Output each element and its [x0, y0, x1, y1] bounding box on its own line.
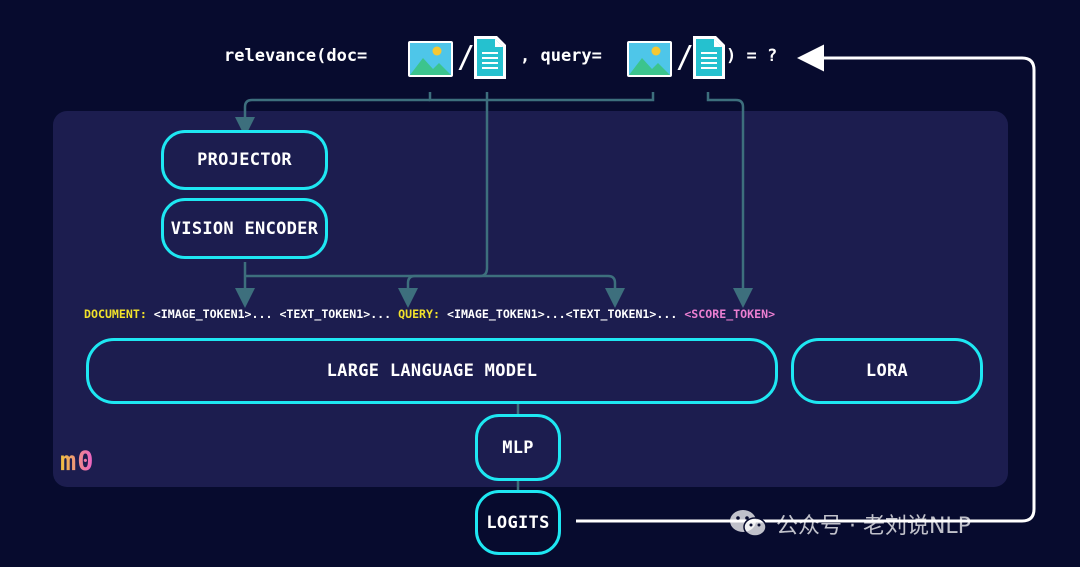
image-icon: [627, 41, 672, 77]
arrow-query-text-to-token: [706, 92, 753, 308]
formula-middle: , query=: [520, 46, 602, 66]
document-icon: [693, 36, 725, 79]
vision-encoder-block: VISION ENCODER: [161, 198, 328, 259]
document-label: DOCUMENT:: [84, 307, 147, 321]
document-icon: [474, 36, 506, 79]
lora-block: LORA: [791, 338, 983, 404]
arrow-encoder-to-query-image: [245, 274, 625, 308]
document-tokens: <IMAGE_TOKEN1>... <TEXT_TOKEN1>...: [146, 307, 399, 321]
llm-block: LARGE LANGUAGE MODEL: [86, 338, 778, 404]
watermark-text: 公众号 · 老刘说NLP: [776, 514, 971, 539]
m0-logo: m0: [60, 446, 95, 477]
watermark: 公众号 · 老刘说NLP: [728, 506, 971, 542]
formula-separator-1: /: [457, 40, 476, 75]
score-token: <SCORE_TOKEN>: [684, 307, 776, 321]
formula-suffix: ) = ?: [726, 46, 778, 66]
arrow-doc-text-to-token: [398, 92, 489, 308]
arrow-images-to-projector: [428, 92, 655, 102]
logits-block: LOGITS: [475, 490, 561, 555]
arrow-into-projector: [235, 98, 430, 137]
image-icon: [408, 41, 453, 77]
token-sequence: DOCUMENT: <IMAGE_TOKEN1>... <TEXT_TOKEN1…: [84, 307, 984, 321]
wechat-icon: [730, 510, 767, 537]
formula-prefix: relevance(doc=: [224, 46, 368, 66]
query-label: QUERY:: [398, 307, 440, 321]
arrow-logits-to-relevance: [576, 44, 1036, 523]
mlp-block: MLP: [475, 414, 561, 481]
query-tokens: <IMAGE_TOKEN1>...<TEXT_TOKEN1>...: [440, 307, 685, 321]
formula-separator-2: /: [676, 40, 695, 75]
projector-block: PROJECTOR: [161, 130, 328, 190]
